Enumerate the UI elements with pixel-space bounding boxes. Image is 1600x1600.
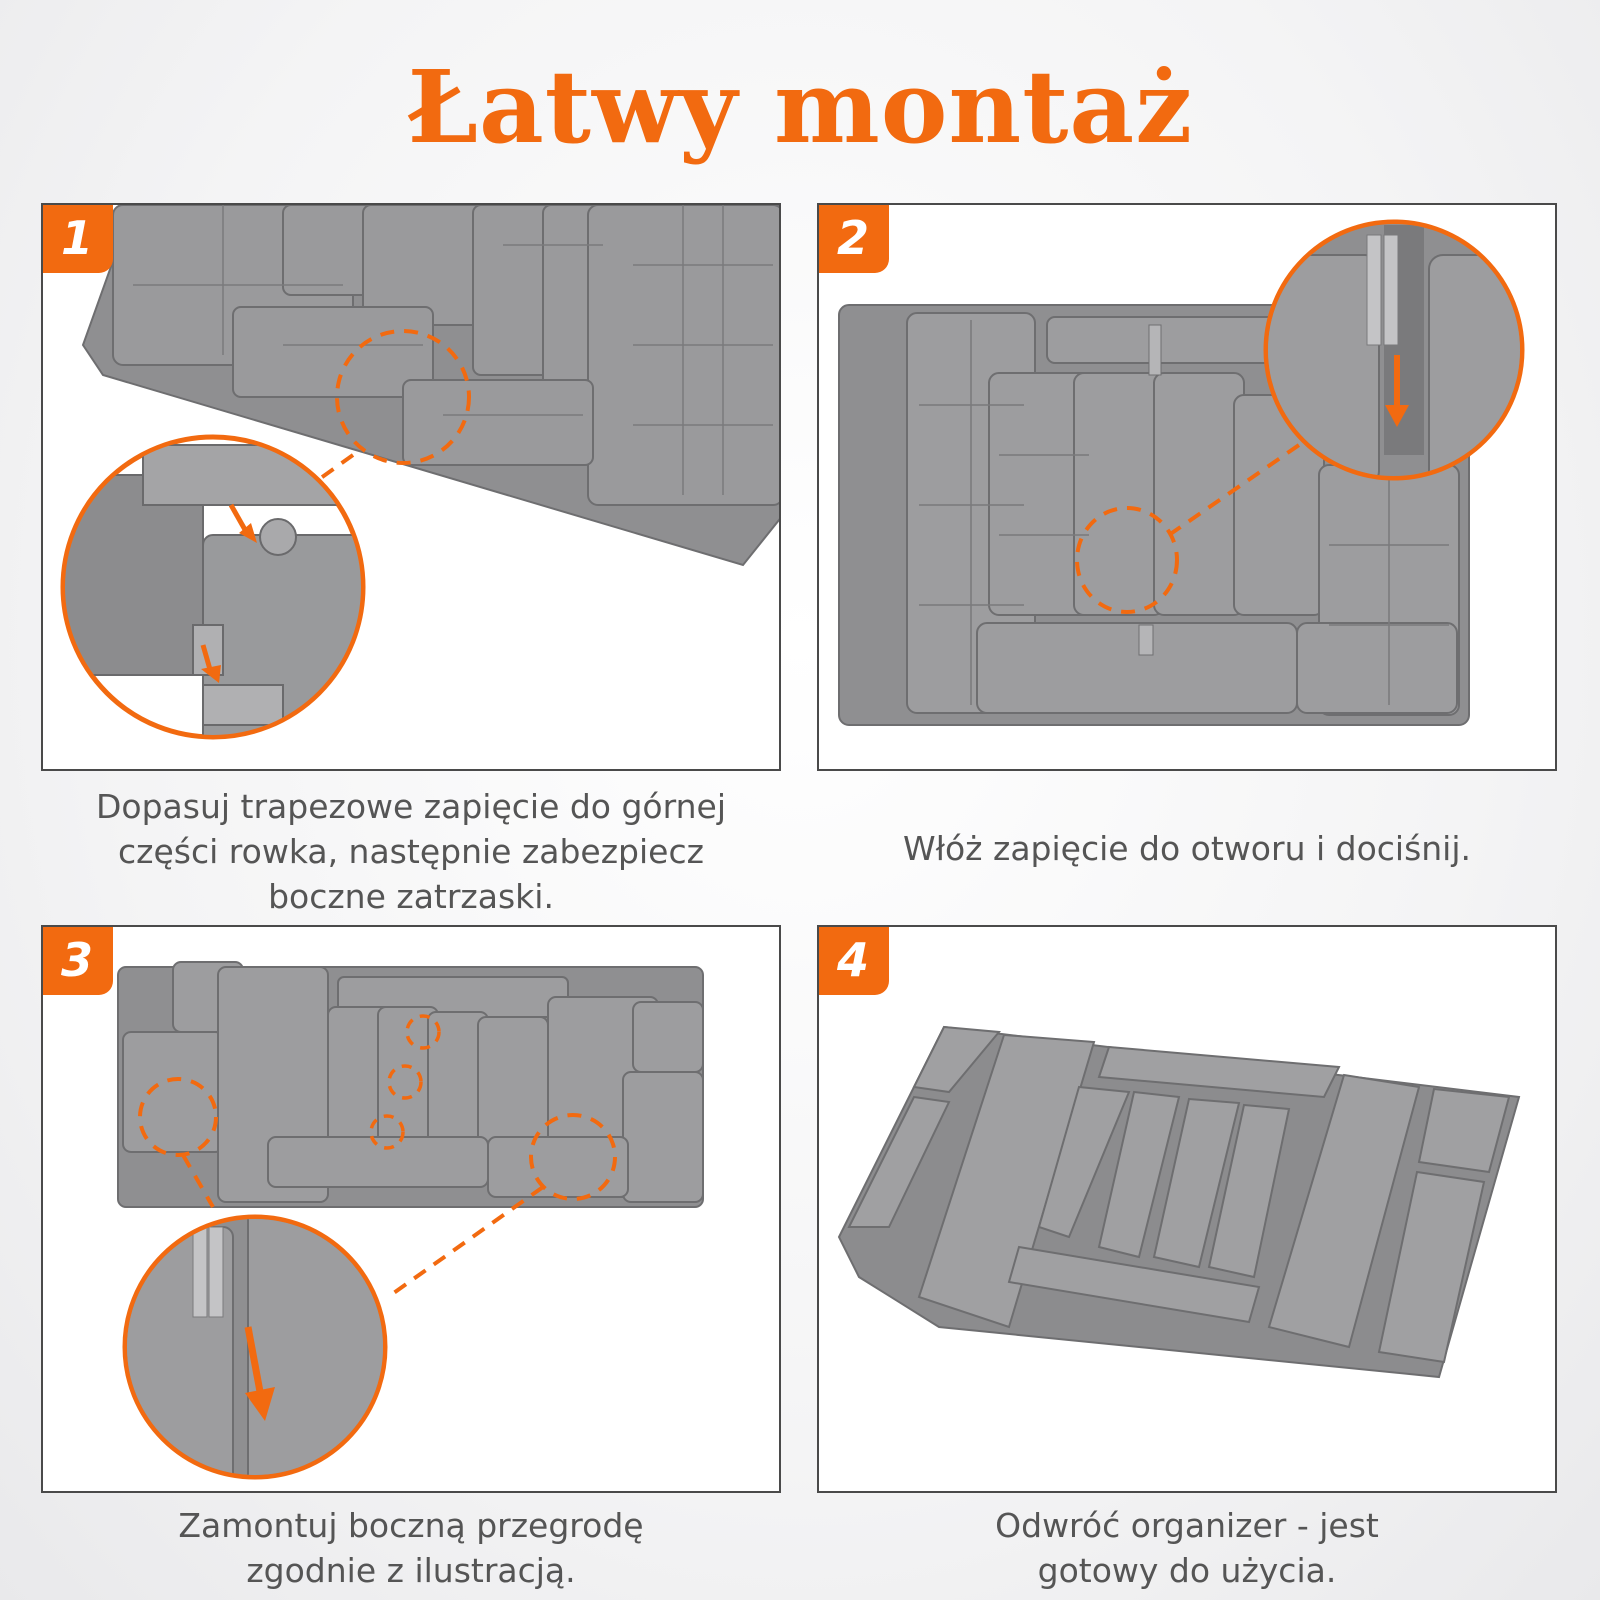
page-title: Łatwy montaż [407,48,1193,166]
step-2-caption: Włóż zapięcie do otworu i dociśnij. [817,826,1557,871]
step-1-caption-line: części rowka, następnie zabezpiecz [118,832,704,871]
step-3-illustration [117,961,704,1480]
step-4-illustration [837,1025,1521,1379]
step-1-caption-line: Dopasuj trapezowe zapięcie do górnej [95,787,726,826]
step-4-panel: 4 [817,925,1557,1493]
step-3-caption: Zamontuj boczną przegrodę zgodnie z ilus… [41,1503,781,1593]
step-3-caption-line: Zamontuj boczną przegrodę [178,1506,644,1545]
step-4-caption-line: Odwróć organizer - jest [995,1506,1379,1545]
step-1-caption-line: boczne zatrzaski. [268,877,554,916]
step-1-illustration [60,205,779,740]
step-1-caption: Dopasuj trapezowe zapięcie do górnej czę… [41,784,781,919]
step-3-caption-line: zgodnie z ilustracją. [246,1551,576,1590]
step-2-caption-line: Włóż zapięcie do otworu i dociśnij. [902,829,1472,868]
step-1-panel: 1 [41,203,781,771]
step-2-badge: 2 [819,205,889,273]
step-1-badge: 1 [43,205,113,273]
step-4-badge: 4 [819,927,889,995]
step-2-illustration [838,219,1525,726]
step-3-panel: 3 [41,925,781,1493]
step-4-caption: Odwróć organizer - jest gotowy do użycia… [817,1503,1557,1593]
step-2-panel: 2 [817,203,1557,771]
step-3-badge: 3 [43,927,113,995]
step-4-caption-line: gotowy do użycia. [1037,1551,1337,1590]
